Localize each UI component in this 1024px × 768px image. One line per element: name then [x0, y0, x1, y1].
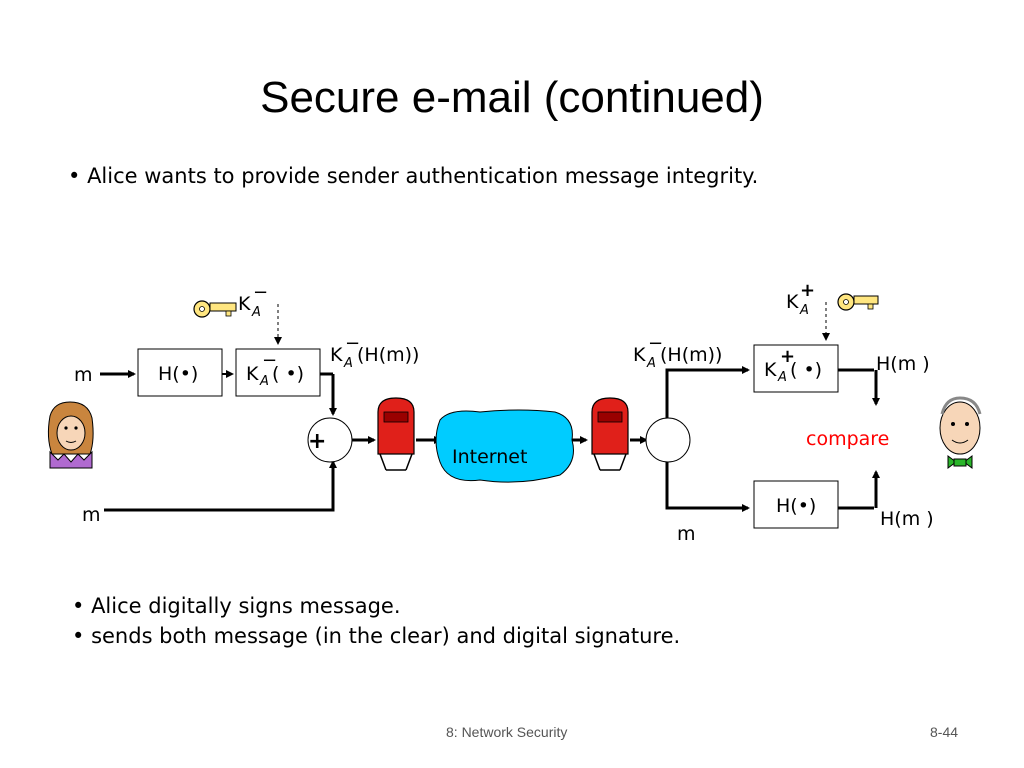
- bullet-top: • Alice wants to provide sender authenti…: [68, 162, 758, 190]
- split-to-verify-arrow: [665, 366, 750, 418]
- bullet-bottom-1: • Alice digitally signs message.: [72, 592, 401, 620]
- bullet-top-text: Alice wants to provide sender authentica…: [87, 164, 759, 188]
- verify-box-receiver: [753, 344, 839, 393]
- signed-hash-paren-sender: (H(m)): [357, 344, 419, 366]
- signed-hash-label-sender: K: [330, 344, 343, 366]
- signed-hash-minus-receiver: −: [648, 333, 663, 354]
- signed-hash-label-receiver: K: [633, 344, 646, 366]
- signed-hash-sub-sender: A: [343, 356, 353, 371]
- hash-box-sender: [137, 348, 223, 397]
- split-circle: [645, 417, 691, 463]
- page-title: Secure e-mail (continued): [260, 73, 764, 122]
- signed-hash-minus-sender: −: [345, 333, 360, 354]
- private-key-icon: [193, 300, 237, 318]
- footer-center: 8: Network Security: [446, 724, 568, 740]
- m-label-bottom: m: [82, 504, 101, 526]
- mailbox-sender-icon: [377, 397, 415, 471]
- signed-hash-sub-receiver: A: [646, 356, 656, 371]
- signed-hash-paren-receiver: (H(m)): [660, 344, 722, 366]
- bullet-bottom-1-text: Alice digitally signs message.: [91, 594, 401, 618]
- private-key-sub: A: [251, 305, 261, 320]
- verify-box-plus: +: [780, 346, 795, 367]
- sign-box-key-sub: A: [259, 374, 269, 389]
- internet-label: Internet: [452, 446, 527, 468]
- hash-box-receiver-label: H(•): [776, 495, 816, 517]
- hash-box-sender-label: H(•): [158, 363, 198, 385]
- hash-box-receiver: [753, 480, 839, 529]
- sign-box-key: K: [246, 363, 259, 385]
- bob-icon: [939, 396, 982, 469]
- hm-verify-label: H(m ): [876, 353, 930, 375]
- sign-box-paren: ( •): [272, 363, 304, 385]
- m-label-receiver: m: [677, 523, 696, 545]
- public-key-plus: +: [800, 280, 815, 301]
- m-arrow-bottom: [104, 460, 337, 512]
- verify-box-paren: ( •): [790, 359, 822, 381]
- concat-plus: +: [308, 429, 326, 454]
- verify-box-key: K: [764, 359, 777, 381]
- m-label-top: m: [74, 364, 93, 386]
- mailbox-receiver-icon: [591, 397, 629, 471]
- bullet-bottom-2: • sends both message (in the clear) and …: [72, 622, 680, 650]
- alice-icon: [47, 401, 94, 469]
- bullet-bottom-2-text: sends both message (in the clear) and di…: [91, 624, 681, 648]
- private-key-minus: −: [253, 282, 268, 303]
- public-key-icon: [837, 293, 879, 311]
- hm-hash-label: H(m ): [880, 508, 934, 530]
- public-key-sub: A: [799, 303, 809, 318]
- bullet-dot: •: [68, 164, 88, 188]
- internet-cloud: [435, 409, 574, 483]
- private-key-label: K: [238, 293, 251, 315]
- verify-box-key-sub: A: [777, 370, 787, 385]
- bullet-dot: •: [72, 594, 92, 618]
- public-key-label: K: [786, 291, 799, 313]
- sign-box-minus: −: [262, 350, 277, 371]
- compare-label: compare: [806, 428, 889, 450]
- split-to-hash-arrow: [665, 462, 750, 512]
- bullet-dot: •: [72, 624, 92, 648]
- footer-page-number: 8-44: [930, 724, 959, 740]
